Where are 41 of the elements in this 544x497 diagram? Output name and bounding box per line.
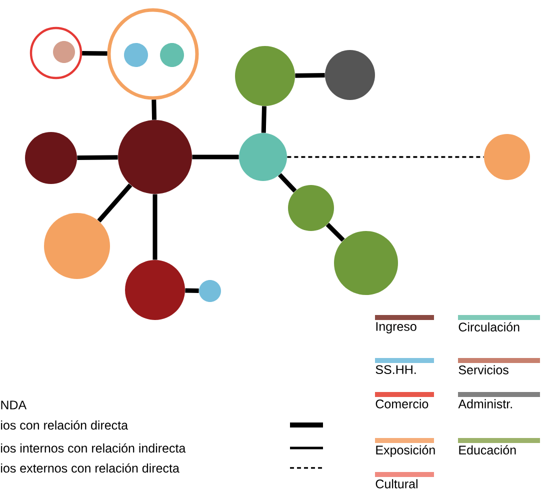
circle (325, 50, 375, 100)
circle (160, 43, 184, 67)
connector (278, 173, 297, 193)
connector (326, 222, 345, 242)
ring-circle (107, 8, 199, 100)
legend-label: SS.HH. (376, 365, 416, 374)
circle (199, 280, 221, 302)
circle (25, 132, 77, 184)
legend-label: Circulación (458, 322, 520, 332)
connector (295, 73, 325, 78)
connector (82, 51, 108, 56)
circle (125, 260, 185, 320)
circle (239, 133, 287, 181)
ring-circle (30, 26, 82, 80)
legend-label: Exposición (376, 445, 435, 457)
legend-label: Cultural (376, 479, 418, 488)
legend-label: ios internos con relación indirecta (1, 443, 186, 453)
circle (53, 41, 75, 63)
connector (261, 106, 266, 133)
legend-label: Servicios (458, 365, 508, 374)
legend-title: NDA (1, 400, 27, 410)
connector (192, 154, 239, 160)
legend-label: Ingreso (376, 322, 416, 334)
legend-label: Administr. (458, 399, 512, 408)
legend-label: ios externos con relación directa (1, 463, 180, 473)
connector (152, 100, 157, 120)
circle (44, 213, 110, 279)
connector (97, 183, 132, 222)
connector (77, 155, 118, 160)
dashed-connector (287, 156, 484, 158)
legend-label: Comercio (376, 399, 428, 408)
connector (152, 194, 158, 260)
legend-label: ios con relación directa (1, 420, 128, 430)
circle (334, 230, 398, 295)
circle (484, 134, 530, 180)
circle (288, 184, 334, 231)
circle (118, 120, 192, 194)
connector (185, 288, 199, 294)
circle (124, 43, 148, 67)
circle (235, 46, 295, 106)
legend-label: Educación (459, 445, 516, 455)
